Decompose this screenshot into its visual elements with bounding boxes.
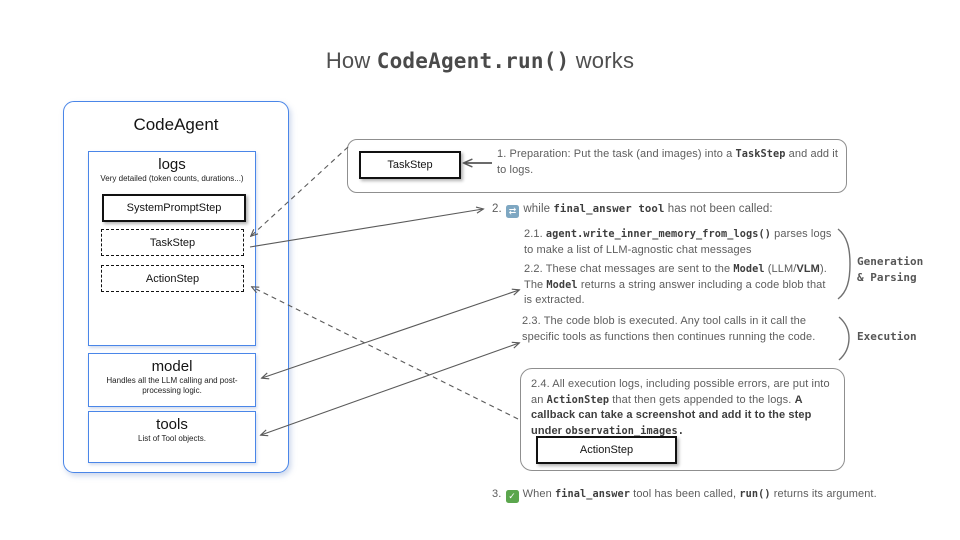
execution-label: Execution — [857, 330, 917, 343]
step23-text: 2.3. The code blob is executed. Any tool… — [522, 315, 816, 343]
step24-text: 2.4. All execution logs, including possi… — [531, 378, 830, 437]
check-icon: ✓ — [505, 490, 519, 503]
systempromptstep-tag: SystemPromptStep — [102, 194, 246, 222]
tools-subtitle: List of Tool objects. — [138, 434, 206, 443]
tools-box: tools List of Tool objects. — [88, 411, 256, 463]
model-title: model — [151, 358, 193, 375]
title-code: CodeAgent.run() — [376, 49, 570, 73]
codeagent-title: CodeAgent — [133, 115, 219, 134]
taskstep-tag-step1: TaskStep — [359, 151, 461, 179]
taskstep-tag-logs: TaskStep — [101, 229, 244, 256]
title-prefix: How — [325, 48, 377, 73]
logs-subtitle: Very detailed (token counts, durations..… — [100, 174, 244, 183]
bracket-generation — [837, 228, 851, 300]
actionstep-tag-logs: ActionStep — [101, 265, 244, 292]
logs-box: logs Very detailed (token counts, durati… — [88, 151, 256, 346]
repeat-icon: ⇄ — [506, 205, 520, 218]
generation-parsing-label: Generation & Parsing — [857, 255, 924, 284]
arrow-tools-step23 — [261, 343, 519, 435]
logs-title: logs — [158, 156, 186, 173]
model-subtitle: Handles all the LLM calling and post-pro… — [106, 376, 238, 395]
bracket-execution — [838, 316, 850, 361]
codeagent-panel: CodeAgent logs Very detailed (token coun… — [63, 101, 289, 473]
step2-text: 2. ⇄ while final_answer tool has not bee… — [492, 202, 773, 218]
tools-title: tools — [156, 416, 188, 433]
actionstep-tag-step24: ActionStep — [536, 436, 677, 464]
step22-text: 2.2. These chat messages are sent to the… — [524, 263, 827, 307]
model-box: model Handles all the LLM calling and po… — [88, 353, 256, 407]
step1-text: 1. Preparation: Put the task (and images… — [497, 148, 838, 176]
step21-text: 2.1. agent.write_inner_memory_from_logs(… — [524, 228, 832, 256]
arrow-step24-to-actionstep — [252, 287, 519, 420]
step3-text: 3. ✓ When final_answer tool has been cal… — [492, 488, 877, 503]
page-title: How CodeAgent.run() works — [0, 48, 960, 74]
title-suffix: works — [569, 48, 635, 73]
arrow-model-step22 — [262, 290, 519, 378]
